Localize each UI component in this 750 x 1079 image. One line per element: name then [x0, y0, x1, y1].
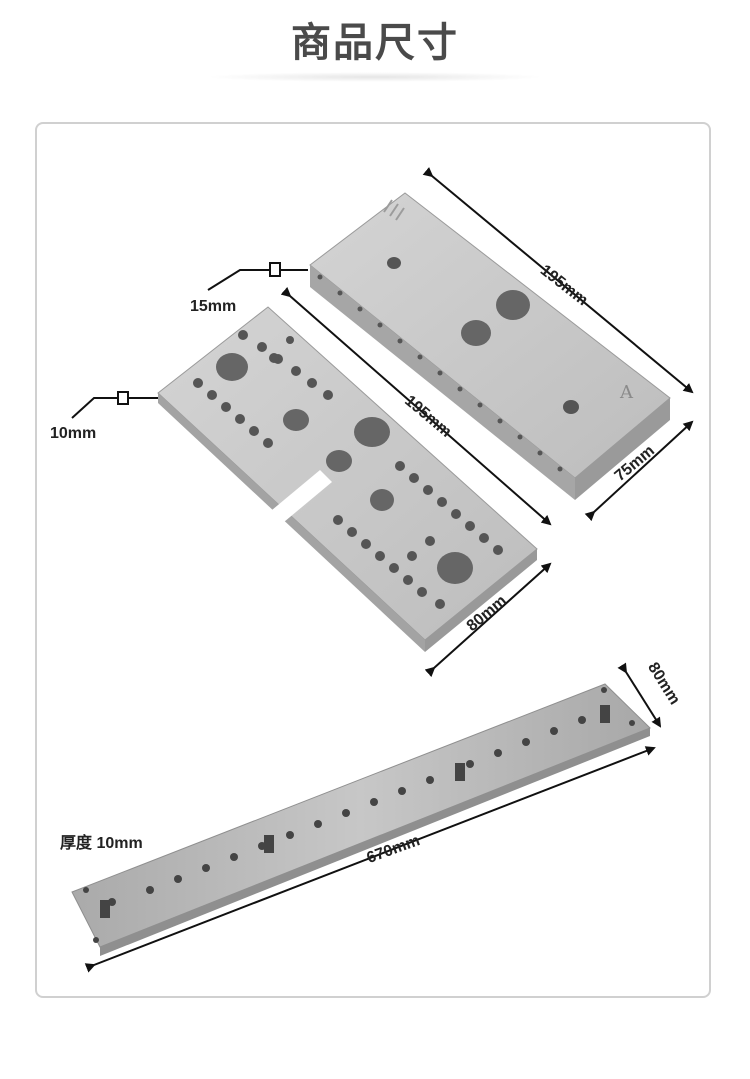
dimension-lines	[84, 167, 694, 973]
plate-hole	[326, 450, 352, 472]
block-thickness-label: 15mm	[190, 298, 237, 315]
block-width-arrow	[584, 420, 694, 522]
rail-length-arrow	[84, 746, 656, 973]
page-title: 商品尺寸	[291, 20, 459, 66]
title-underline-shadow	[205, 72, 545, 82]
plate-hole	[437, 552, 473, 584]
plate-hole	[216, 353, 248, 381]
brand-logo-icon	[383, 199, 405, 221]
rail-slot	[600, 705, 610, 723]
rail-width-arrow	[617, 662, 662, 728]
block-hole	[496, 290, 530, 320]
plate-thickness-leader	[71, 397, 112, 419]
plate-thickness-label: 10mm	[50, 425, 97, 442]
plate-width-arrow	[424, 562, 552, 678]
plate-hole	[370, 489, 394, 511]
plate-hole	[354, 417, 390, 447]
thickness-callouts	[71, 262, 308, 419]
plate-length-arrow	[280, 286, 552, 526]
jig-rail	[71, 683, 651, 956]
block-length-arrow	[422, 167, 694, 394]
rail-slot	[455, 763, 465, 781]
rail-slot	[100, 900, 110, 918]
rail-slot	[264, 835, 274, 853]
block-hole	[563, 400, 579, 414]
block-letter: A	[619, 382, 634, 403]
rail-thickness-label: 厚度 10mm	[60, 835, 143, 852]
block-thickness-leader	[207, 269, 262, 291]
block-hole	[461, 320, 491, 346]
plate-hole	[283, 409, 309, 431]
block-hole	[387, 257, 401, 269]
